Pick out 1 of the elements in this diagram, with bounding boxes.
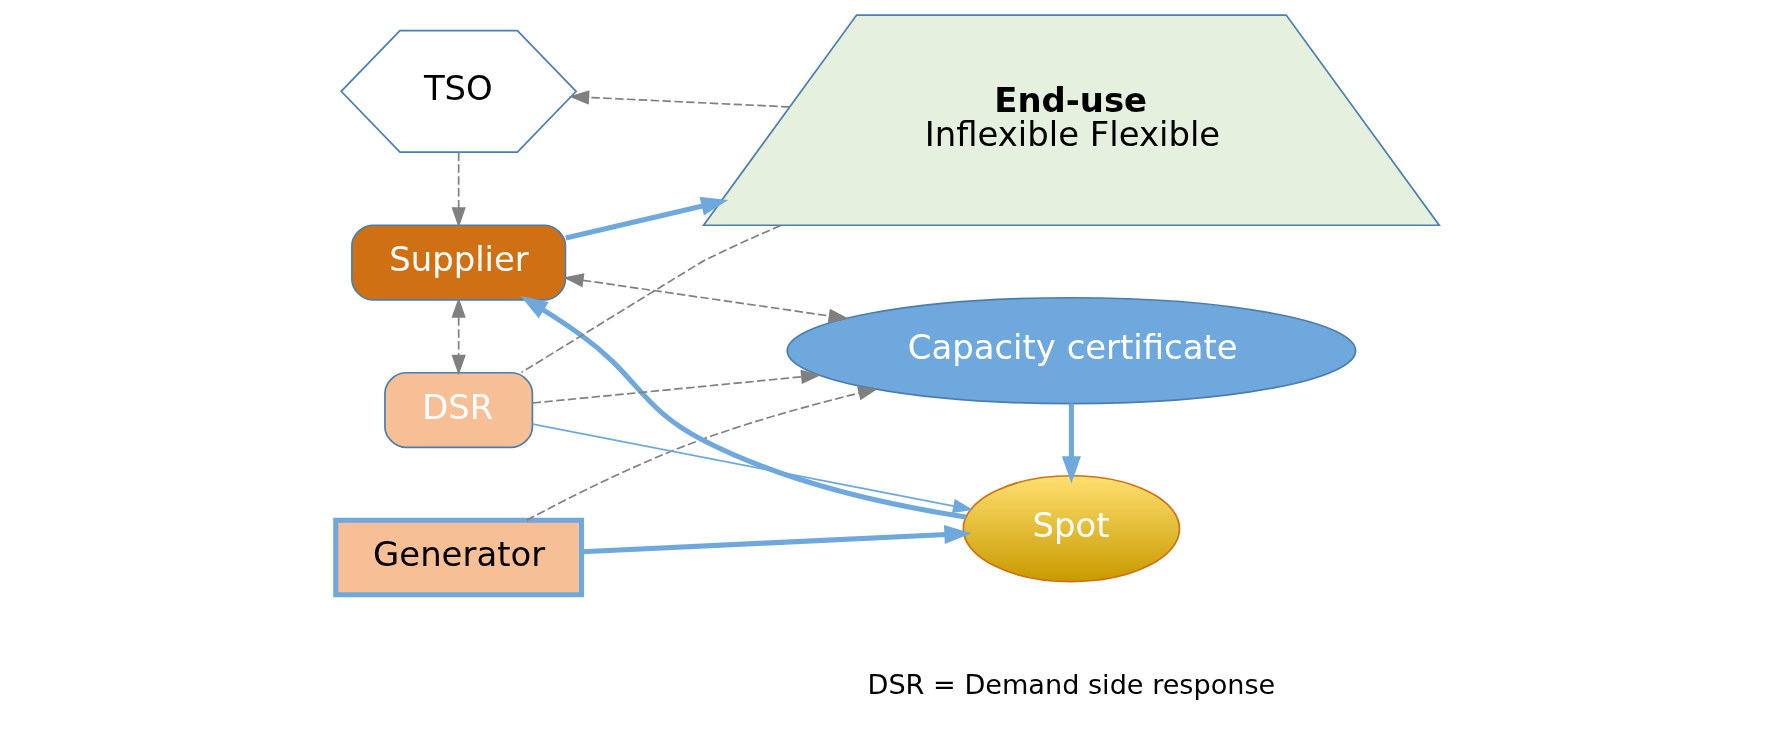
label: DSR = Demand side response (867, 669, 1275, 701)
